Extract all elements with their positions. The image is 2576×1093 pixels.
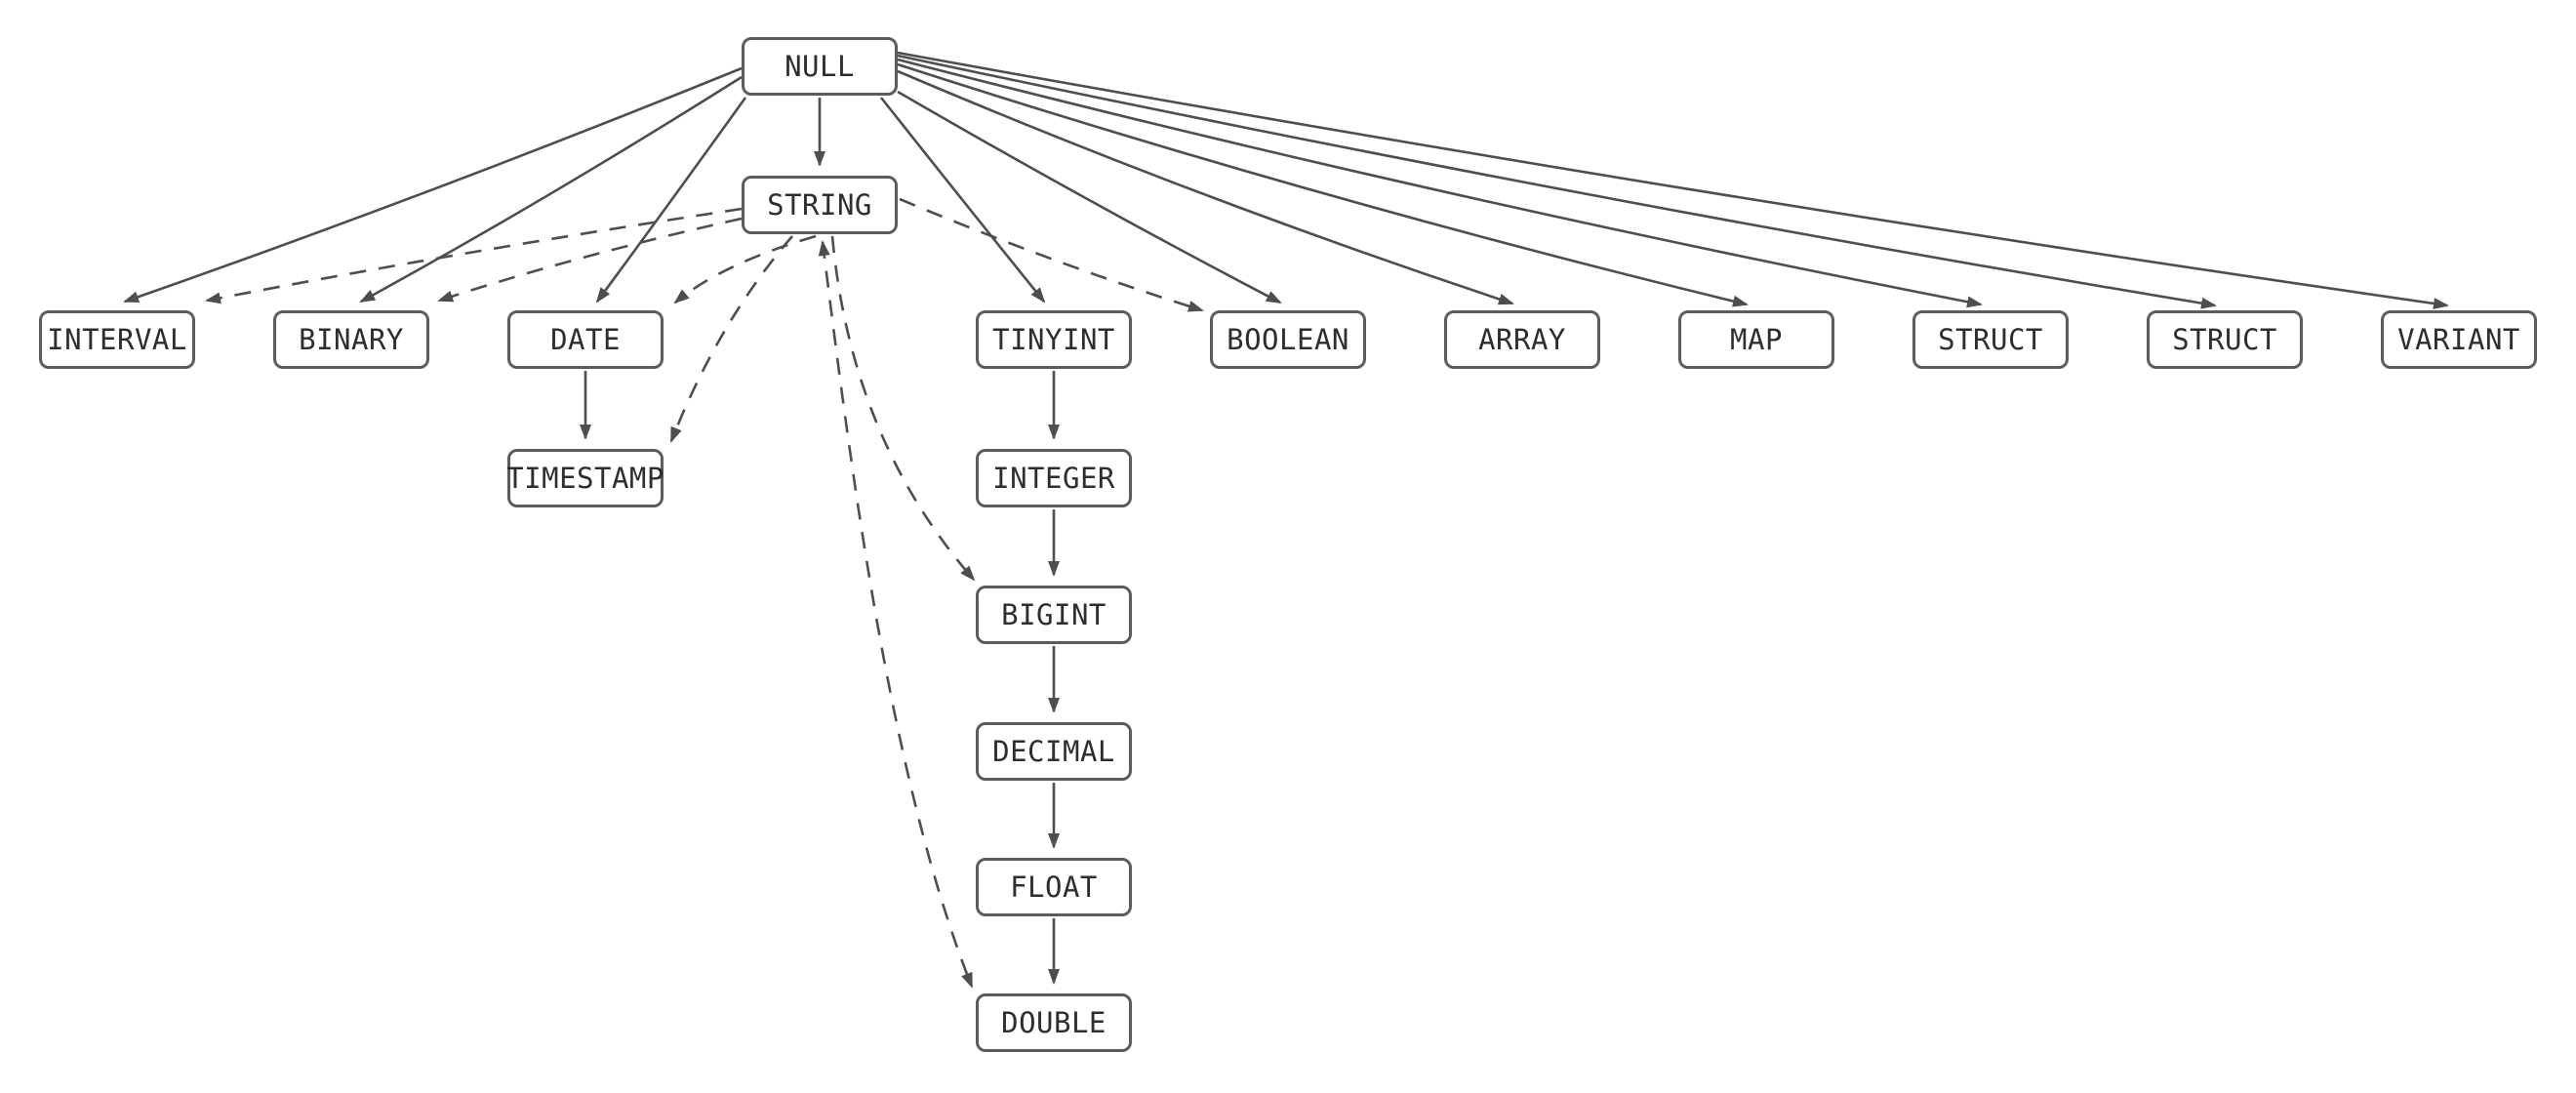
node-date: DATE	[507, 310, 664, 369]
node-timestamp: TIMESTAMP	[506, 449, 664, 507]
node-float: FLOAT	[976, 858, 1132, 916]
node-label-bigint: BIGINT	[1001, 598, 1107, 631]
edge-string-boolean-dashed	[899, 197, 1204, 312]
edge-null-tinyint	[879, 97, 1046, 304]
edge-string-binary-dashed	[437, 217, 743, 303]
node-label-integer: INTEGER	[992, 462, 1115, 495]
node-label-decimal: DECIMAL	[992, 735, 1115, 768]
edge-null-map	[897, 62, 1749, 307]
node-boolean: BOOLEAN	[1210, 310, 1366, 369]
node-label-string: STRING	[767, 188, 872, 222]
node-bigint: BIGINT	[976, 586, 1132, 644]
node-binary: BINARY	[273, 310, 429, 369]
node-label-timestamp: TIMESTAMP	[506, 462, 664, 495]
node-label-double: DOUBLE	[1001, 1006, 1107, 1039]
edge-null-boolean	[897, 90, 1282, 304]
node-label-variant: VARIANT	[2397, 323, 2520, 356]
edge-null-interval	[123, 66, 743, 304]
node-label-tinyint: TINYINT	[992, 323, 1115, 356]
edge-null-struct	[897, 58, 1983, 308]
edge-null-binary	[359, 75, 743, 304]
node-tinyint: TINYINT	[976, 310, 1132, 369]
edge-null-array	[897, 69, 1514, 305]
node-array: ARRAY	[1444, 310, 1600, 369]
edge-string-double-dashed	[818, 240, 974, 989]
node-label-array: ARRAY	[1478, 323, 1566, 356]
edge-null-date	[595, 97, 747, 304]
node-variant: VARIANT	[2381, 310, 2537, 369]
node-label-date: DATE	[550, 323, 621, 356]
node-struct2: STRUCT	[2147, 310, 2303, 369]
node-label-struct2: STRUCT	[2172, 323, 2277, 356]
node-label-map: MAP	[1730, 323, 1783, 356]
edge-null-variant	[897, 51, 2449, 309]
node-interval: INTERVAL	[39, 310, 195, 369]
edge-string-interval-dashed	[205, 207, 743, 304]
node-label-boolean: BOOLEAN	[1227, 323, 1349, 356]
edge-string-date-dashed	[673, 234, 817, 304]
node-label-float: FLOAT	[1010, 870, 1098, 904]
node-label-struct: STRUCT	[1938, 323, 2043, 356]
node-string: STRING	[742, 176, 898, 234]
node-struct: STRUCT	[1912, 310, 2069, 369]
edges-group	[123, 51, 2449, 989]
node-double: DOUBLE	[976, 993, 1132, 1052]
node-map: MAP	[1678, 310, 1834, 369]
node-decimal: DECIMAL	[976, 722, 1132, 781]
node-label-interval: INTERVAL	[47, 323, 187, 356]
edge-null-struct2	[897, 54, 2217, 309]
edge-string-bigint-dashed	[830, 235, 976, 582]
node-label-null: NULL	[785, 50, 855, 83]
node-null: NULL	[742, 37, 898, 96]
node-label-binary: BINARY	[299, 323, 404, 356]
edge-string-timestamp-dashed	[669, 235, 793, 443]
node-integer: INTEGER	[976, 449, 1132, 507]
